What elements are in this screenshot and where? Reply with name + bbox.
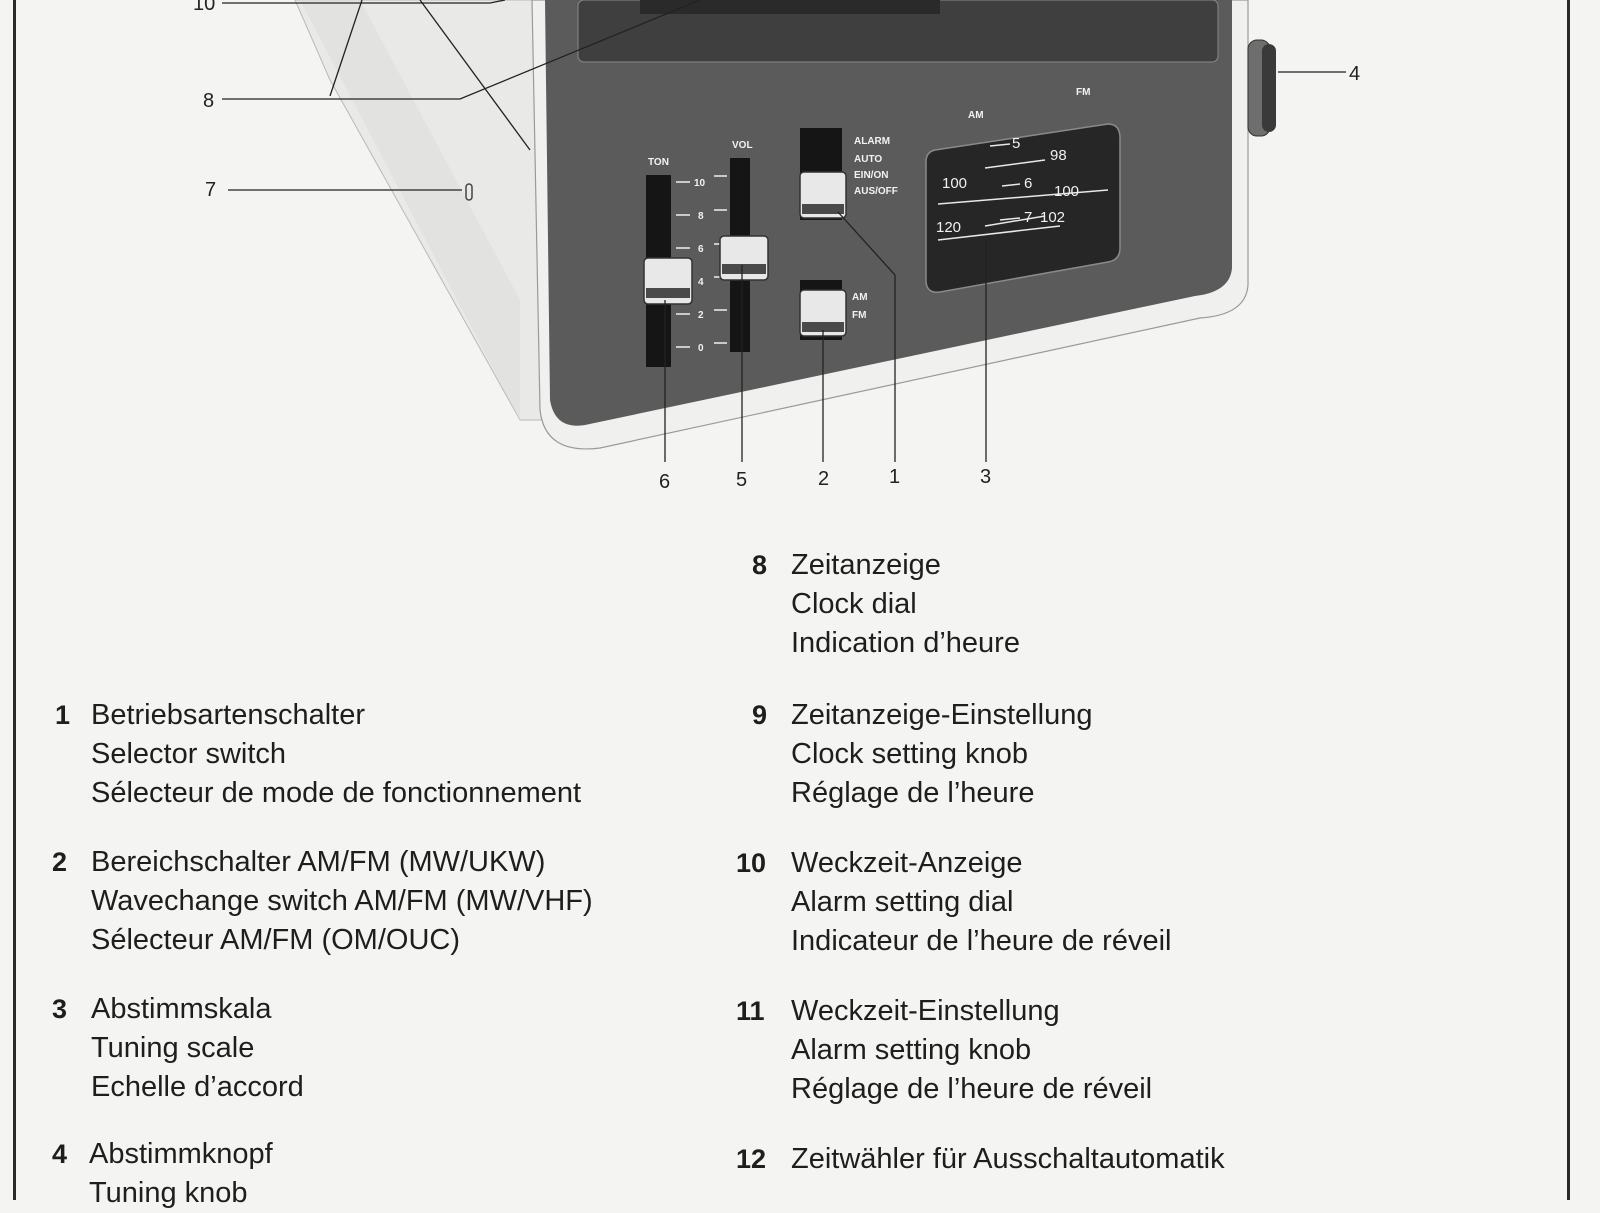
legend-number: 2 — [52, 847, 68, 877]
tick-4: 4 — [698, 277, 704, 288]
callout-4: 4 — [1349, 63, 1360, 85]
scale-tick-labels: 10 8 6 4 2 0 — [694, 178, 706, 354]
legend-en: Wavechange switch AM/FM (MW/VHF) — [91, 885, 593, 917]
callout-5: 5 — [736, 469, 747, 491]
selector-label-alarm: ALARM — [854, 136, 890, 147]
tuning-knob-rim — [1262, 44, 1276, 132]
legend-en: Tuning scale — [91, 1032, 255, 1064]
legend-en: Tuning knob — [89, 1177, 248, 1209]
tick-8: 8 — [698, 211, 704, 222]
legend-de: Bereichschalter AM/FM (MW/UKW) — [91, 846, 546, 878]
legend-text: Zeitwähler für Ausschaltautomatik — [791, 1140, 1225, 1179]
legend-text: Betriebsartenschalter Selector switch Sé… — [91, 696, 581, 813]
vol-label: VOL — [732, 140, 753, 151]
page-border-right — [1567, 0, 1570, 1200]
tuning-dial-scale — [937, 143, 1109, 241]
callout-2: 2 — [818, 468, 829, 490]
legend-de: Betriebsartenschalter — [91, 699, 366, 731]
tick-10: 10 — [694, 178, 706, 189]
tick-0: 0 — [698, 343, 704, 354]
legend-fr: Sélecteur AM/FM (OM/OUC) — [91, 924, 460, 956]
callout-6: 6 — [659, 471, 670, 493]
tone-slider[interactable] — [643, 257, 693, 305]
legend-en: Clock dial — [791, 588, 917, 620]
dial-num-6: 6 — [1024, 175, 1032, 192]
callout-7: 7 — [205, 179, 216, 201]
dial-fm-label: FM — [1076, 87, 1090, 98]
legend-text: Zeitanzeige Clock dial Indication d’heur… — [791, 546, 1020, 663]
legend-de: Zeitwähler für Ausschaltautomatik — [791, 1143, 1225, 1175]
selector-label-off: AUS/OFF — [854, 186, 898, 197]
legend-number: 4 — [52, 1139, 68, 1169]
legend-fr: Indicateur de l’heure de réveil — [791, 925, 1172, 957]
legend-fr: Indication d’heure — [791, 627, 1020, 659]
legend-en: Alarm setting knob — [791, 1034, 1032, 1066]
volume-slider[interactable] — [719, 235, 769, 281]
page-border-left — [13, 0, 16, 1200]
selector-switch[interactable] — [799, 171, 847, 219]
tuning-dial-window — [925, 123, 1121, 293]
legend-fr: Sélecteur de mode de fonctionnement — [91, 777, 582, 809]
callout-8: 8 — [203, 90, 214, 112]
legend-fr: Echelle d’accord — [91, 1071, 304, 1103]
callout-3: 3 — [980, 466, 991, 488]
legend-de: Weckzeit-Einstellung — [791, 995, 1060, 1027]
dial-num-100-fm: 100 — [1054, 183, 1079, 200]
legend-number: 9 — [752, 700, 768, 730]
tick-6: 6 — [698, 244, 704, 255]
dial-num-102: 102 — [1040, 209, 1065, 226]
callout-1: 1 — [889, 466, 900, 488]
band-switch[interactable] — [799, 289, 847, 337]
clock-window — [577, 0, 1219, 63]
legend-en: Clock setting knob — [791, 738, 1028, 770]
dial-num-5: 5 — [1012, 135, 1020, 152]
legend-fr: Réglage de l’heure — [791, 777, 1035, 809]
legend-de: Abstimmskala — [91, 993, 272, 1025]
legend-number: 8 — [752, 550, 768, 580]
callout-10: 10 — [193, 0, 215, 15]
legend-text: Abstimmknopf Tuning knob — [89, 1135, 273, 1213]
legend-text: Zeitanzeige-Einstellung Clock setting kn… — [791, 696, 1092, 813]
tick-2: 2 — [698, 310, 704, 321]
legend-de: Zeitanzeige-Einstellung — [791, 699, 1093, 731]
cabinet-side-shade — [300, 0, 520, 420]
legend-number: 10 — [736, 848, 767, 878]
radio-illustration: TON VOL 10 8 6 4 2 0 ALARM AUTO EIN/ON — [193, 0, 1360, 493]
ton-label: TON — [648, 157, 669, 168]
legend-number: 11 — [736, 996, 765, 1026]
legend-en: Alarm setting dial — [791, 886, 1014, 918]
tuning-dial-numbers: 5 98 100 6 100 120 7 102 — [936, 135, 1079, 236]
legend-number: 1 — [55, 700, 71, 730]
dial-am-label: AM — [968, 110, 984, 121]
clock-window-inner — [640, 0, 940, 14]
band-label-fm: FM — [852, 310, 866, 321]
legend-number: 3 — [52, 994, 68, 1024]
selector-label-on: EIN/ON — [854, 170, 888, 181]
selector-label-auto: AUTO — [854, 154, 882, 165]
band-label-am: AM — [852, 292, 868, 303]
legend-text: Bereichschalter AM/FM (MW/UKW) Wavechang… — [91, 843, 593, 960]
legend-fr: Réglage de l’heure de réveil — [791, 1073, 1153, 1105]
dial-num-7: 7 — [1024, 209, 1032, 226]
earphone-socket — [465, 183, 473, 201]
front-panel — [545, 0, 1232, 426]
legend-text: Weckzeit-Anzeige Alarm setting dial Indi… — [791, 844, 1171, 961]
selector-labels: ALARM AUTO EIN/ON AUS/OFF — [854, 136, 898, 197]
callout-lines — [222, 0, 1346, 462]
dial-num-98: 98 — [1050, 147, 1067, 164]
legend-en: Selector switch — [91, 738, 287, 770]
legend-de: Weckzeit-Anzeige — [791, 847, 1023, 879]
legend-text: Weckzeit-Einstellung Alarm setting knob … — [791, 992, 1152, 1109]
dial-num-120: 120 — [936, 219, 961, 236]
dial-num-100-am: 100 — [942, 175, 967, 192]
legend-de: Abstimmknopf — [89, 1138, 273, 1170]
legend-number: 12 — [736, 1144, 767, 1174]
legend-de: Zeitanzeige — [791, 549, 941, 581]
legend-text: Abstimmskala Tuning scale Echelle d’acco… — [91, 990, 304, 1107]
